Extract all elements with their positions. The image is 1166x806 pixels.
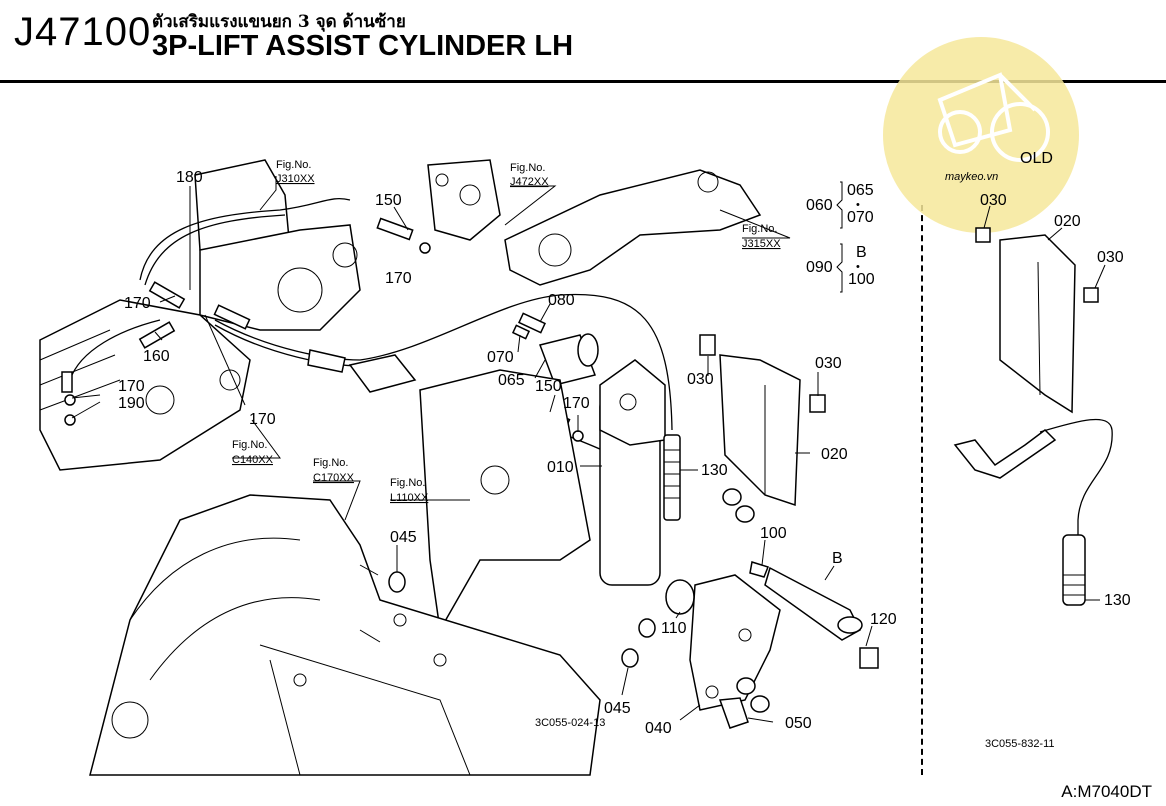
thai-title: ตัวเสริมแรงแขนยก 3 จุด ด้านซ้าย (152, 12, 406, 32)
lift-arm (427, 159, 762, 286)
fig-ref-j472[interactable]: Fig.No. J472XX (510, 162, 549, 188)
fig-ref-l110[interactable]: Fig.No. L110XX (390, 477, 429, 504)
fig-ref-label: Fig.No. (510, 162, 545, 174)
part-label[interactable]: 170 (385, 270, 412, 287)
part-label[interactable]: 190 (118, 395, 145, 412)
part-label[interactable]: 170 (249, 411, 276, 428)
group-top: 065 (847, 182, 874, 199)
part-label[interactable]: 120 (870, 611, 897, 628)
fig-ref-label: Fig.No. (742, 223, 777, 235)
part-label[interactable]: 020 (1054, 213, 1081, 230)
diagram-code-right: 3C055-832-11 (985, 738, 1055, 750)
transmission-case (89, 494, 601, 776)
fig-ref-code: C140XX (232, 454, 274, 466)
part-label[interactable]: 170 (563, 395, 590, 412)
part-label[interactable]: 045 (390, 529, 417, 546)
group-callout-060: 060 065 • 070 (806, 181, 874, 229)
fig-ref-code: J315XX (742, 238, 781, 250)
part-label[interactable]: 065 (498, 372, 525, 389)
group-dot: • (856, 199, 860, 211)
fig-ref-code: L110XX (390, 492, 429, 504)
group-dot: • (856, 261, 860, 273)
fig-ref-code: J472XX (510, 176, 549, 188)
fig-ref-j310[interactable]: Fig.No. J310XX (276, 159, 315, 185)
fig-ref-j315[interactable]: Fig.No. J315XX (742, 223, 781, 250)
fig-ref-c170[interactable]: Fig.No. C170XX (313, 457, 355, 484)
group-callout-090: 090 B • 100 (806, 243, 875, 293)
part-label[interactable]: 130 (1104, 592, 1131, 609)
part-label[interactable]: 100 (760, 525, 787, 542)
group-main: 090 (806, 259, 833, 276)
fig-ref-code: C170XX (313, 472, 355, 484)
part-label[interactable]: 030 (1097, 249, 1124, 266)
part-label[interactable]: 030 (980, 192, 1007, 209)
part-label[interactable]: 020 (821, 446, 848, 463)
watermark: OLD maykeo.vn (883, 37, 1079, 233)
group-top: B (856, 244, 867, 261)
part-label[interactable]: 110 (661, 620, 687, 637)
part-label[interactable]: 030 (815, 355, 842, 372)
leader-lines (71, 176, 1106, 723)
part-label[interactable]: 150 (375, 192, 402, 209)
part-labels: 180 150 170 170 160 170 190 170 080 070 … (118, 169, 1131, 737)
group-bottom: 100 (848, 271, 875, 288)
fig-ref-code: J310XX (276, 173, 315, 185)
part-label[interactable]: 170 (124, 295, 151, 312)
part-label[interactable]: 010 (547, 459, 574, 476)
fig-ref-label: Fig.No. (313, 457, 348, 469)
brackets (388, 334, 879, 729)
fig-ref-label: Fig.No. (390, 477, 425, 489)
part-label[interactable]: B (832, 550, 843, 567)
group-main: 060 (806, 197, 833, 214)
group-bottom: 070 (847, 209, 874, 226)
page-title: 3P-LIFT ASSIST CYLINDER LH (152, 30, 574, 62)
lift-cylinder (511, 312, 681, 586)
part-label[interactable]: 150 (535, 378, 562, 395)
fig-ref-label: Fig.No. (232, 439, 267, 451)
part-label[interactable]: 040 (645, 720, 672, 737)
part-label[interactable]: 160 (143, 348, 170, 365)
part-label[interactable]: 070 (487, 349, 514, 366)
fig-ref-label: Fig.No. (276, 159, 311, 171)
diagram-code-left: 3C055-024-13 (535, 717, 605, 729)
part-label[interactable]: 045 (604, 700, 631, 717)
dashed-divider (921, 205, 923, 775)
header-rule (0, 80, 1166, 83)
watermark-badge: OLD (1020, 150, 1053, 167)
part-label[interactable]: 080 (548, 292, 575, 309)
model-code: A:M7040DT (1061, 782, 1152, 801)
part-label[interactable]: 050 (785, 715, 812, 732)
tractor-icon (937, 72, 1050, 162)
fig-ref-c140[interactable]: Fig.No. C140XX (232, 439, 274, 466)
inset-assembly (953, 227, 1113, 606)
part-label[interactable]: 030 (687, 371, 714, 388)
page-code: J47100 (14, 10, 152, 54)
watermark-site: maykeo.vn (945, 171, 998, 183)
part-label[interactable]: 130 (701, 462, 728, 479)
hitch-housing (39, 159, 361, 471)
part-label[interactable]: 180 (176, 169, 203, 186)
part-label[interactable]: 170 (118, 378, 145, 395)
